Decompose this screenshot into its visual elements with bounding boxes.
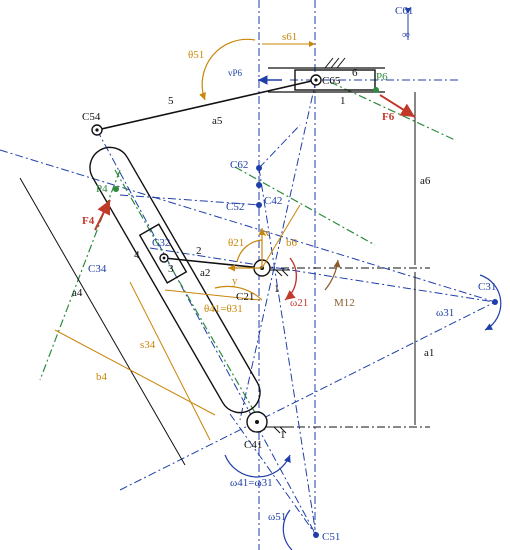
label-theta51: θ51 (188, 49, 204, 61)
arc-theta51 (199, 38, 256, 101)
label-a6: a6 (420, 175, 431, 187)
force-f4 (94, 199, 111, 231)
f6-perp-line (234, 166, 376, 246)
link-5 (96, 79, 317, 131)
arc-theta21 (236, 239, 263, 263)
label-c54: C54 (82, 111, 101, 123)
label-p4: P4 (96, 183, 108, 195)
ic-c62 (256, 165, 262, 171)
dim-a2 (164, 289, 261, 301)
label-one-mid: 1 (274, 283, 280, 295)
line-c34-c52 (119, 194, 261, 206)
arc-omega41 (224, 454, 291, 478)
link-4 (89, 146, 261, 414)
label-two: 2 (196, 245, 202, 257)
point-p4 (113, 186, 119, 192)
line-c62-c51 (258, 167, 317, 536)
force-f6 (379, 94, 416, 118)
label-c61: C61 (395, 5, 413, 17)
dim-b6 (261, 204, 301, 269)
line-c54-c51 (96, 129, 317, 536)
label-inf: ∞ (402, 29, 410, 41)
arc-omega21 (284, 257, 298, 301)
label-theta21: θ21 (228, 237, 244, 249)
arc-theta41 (214, 285, 263, 301)
line-c54-c31 (0, 149, 496, 303)
arc-m12 (324, 259, 341, 291)
label-c62: C62 (230, 159, 248, 171)
label-a5: a5 (212, 115, 223, 127)
label-c51: C51 (322, 531, 340, 543)
label-three: 3 (168, 263, 174, 275)
label-c42: C42 (264, 195, 282, 207)
ic-c51 (313, 532, 319, 538)
label-m12: M12 (334, 297, 355, 309)
label-a1: a1 (424, 347, 434, 359)
arc-omega31 (479, 274, 502, 331)
arc-omega51 (282, 509, 293, 550)
label-b6: b6 (286, 237, 298, 249)
label-c32: C32 (152, 237, 170, 249)
label-five: 5 (168, 95, 174, 107)
slider-6-block (294, 69, 376, 91)
label-one-top: 1 (340, 95, 346, 107)
line-c41-c31 (119, 301, 496, 491)
point-p6 (373, 87, 379, 93)
label-c31: C31 (478, 281, 496, 293)
label-f6: F6 (382, 111, 395, 123)
label-b4: b4 (96, 371, 108, 383)
ic-c42 (256, 182, 262, 188)
label-six: 6 (352, 67, 358, 79)
label-vp6: vP6 (228, 68, 243, 78)
ground-c41 (268, 426, 292, 434)
dim-b4 (54, 329, 216, 416)
label-omega31: ω31 (436, 307, 454, 319)
line-c41-c51 (229, 413, 317, 536)
label-omega21: ω21 (290, 297, 308, 309)
label-a4: a4 (72, 287, 83, 299)
dim-s34 (129, 281, 211, 441)
line-c65-c41 (239, 79, 317, 421)
label-c52: C52 (226, 201, 244, 213)
link-2 (163, 257, 263, 269)
label-c65: C65 (322, 75, 341, 87)
label-theta41: θ41=θ31 (204, 303, 243, 315)
ic-c52 (256, 202, 262, 208)
ground-c21 (270, 269, 290, 277)
label-c21: C21 (236, 291, 254, 303)
label-four: 4 (134, 249, 140, 261)
label-c41: C41 (244, 439, 262, 451)
f4-line-of-action (39, 169, 121, 381)
label-one-bot: 1 (280, 429, 286, 441)
line-c62-c65 (258, 124, 301, 169)
label-c34: C34 (88, 263, 107, 275)
label-s34: s34 (140, 339, 156, 351)
slider-3 (138, 223, 188, 284)
label-a2: a2 (200, 267, 210, 279)
label-f4: F4 (82, 215, 95, 227)
link4-centerline (114, 169, 266, 431)
label-y: y (232, 275, 238, 287)
label-p6: P6 (376, 71, 388, 83)
label-x: x (264, 227, 270, 239)
label-s61: s61 (282, 31, 297, 43)
line-c32-c31 (149, 247, 496, 303)
label-omega51: ω51 (268, 511, 286, 523)
ic-c31 (492, 299, 498, 305)
label-omega41: ω41=ω31 (230, 477, 273, 489)
dim-a4 (19, 177, 186, 466)
